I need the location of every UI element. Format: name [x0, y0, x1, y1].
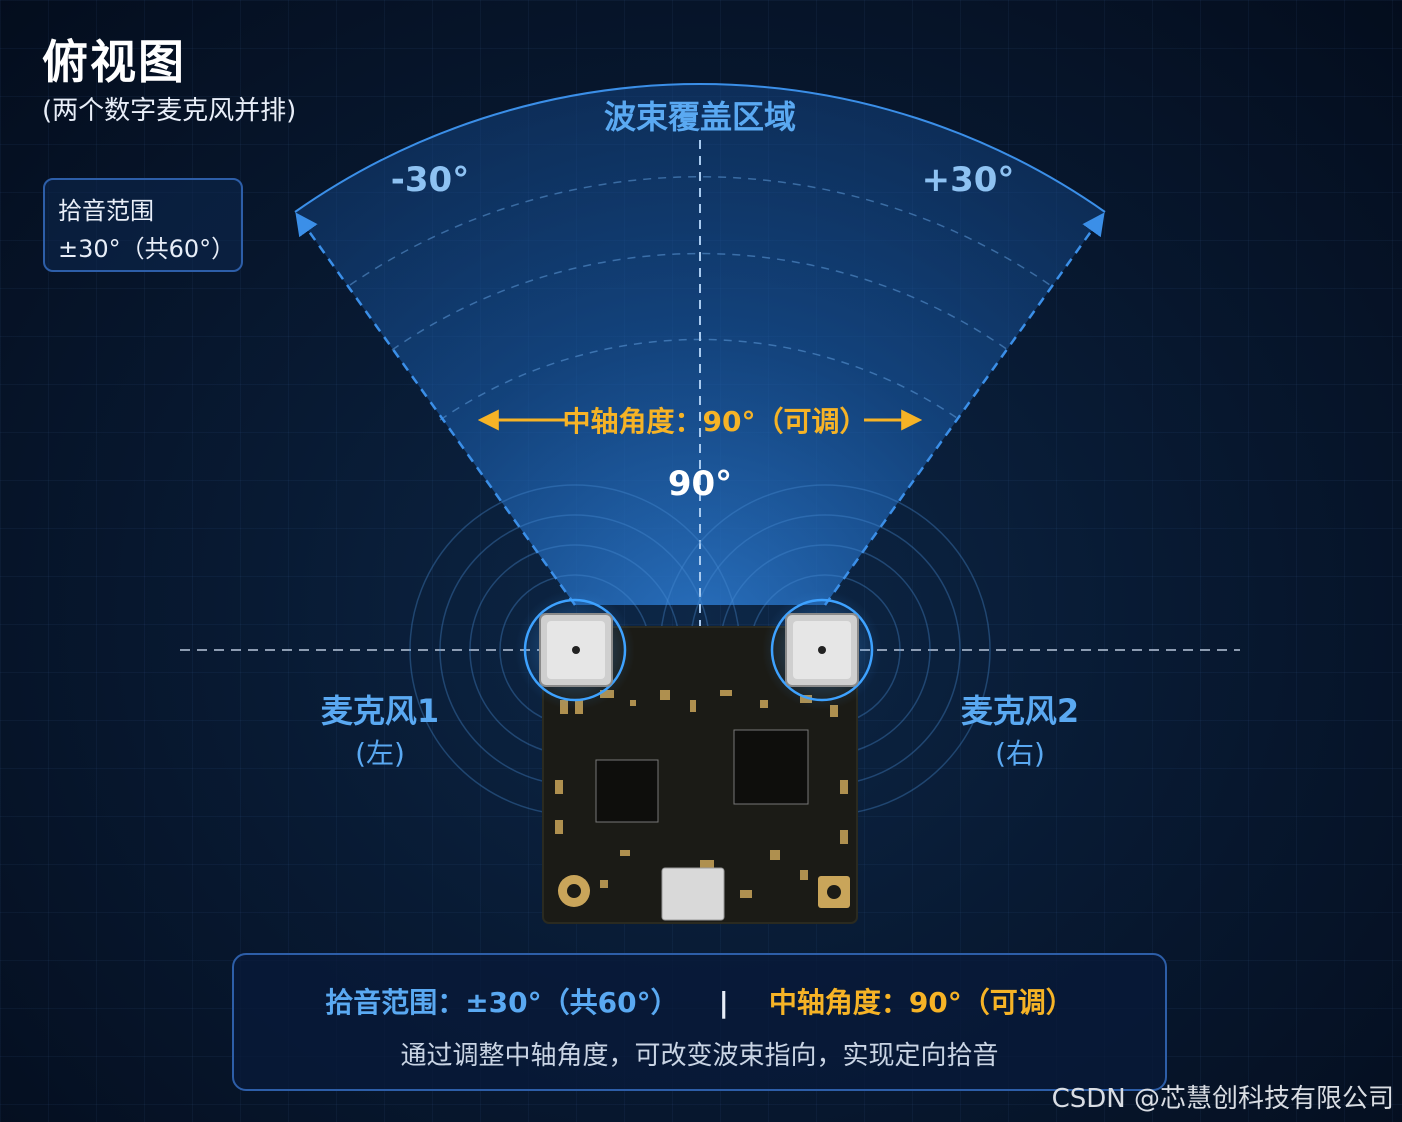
page-title: 俯视图 [42, 35, 186, 89]
mic1-side: (左) [355, 737, 405, 770]
beam-outer-arc [294, 83, 1106, 213]
page-subtitle: (两个数字麦克风并排) [42, 96, 297, 126]
watermark: CSDN @芯慧创科技有限公司 [1051, 1084, 1394, 1114]
info-description: 通过调整中轴角度，可改变波束指向，实现定向拾音 [400, 1041, 999, 1071]
left-angle-label: -30° [390, 160, 470, 200]
center-angle-label: 90° [667, 464, 733, 504]
mic2-side: (右) [995, 737, 1045, 770]
pickup-range-box: 拾音范围 ±30°（共60°） [43, 178, 243, 272]
info-pickup-range: 拾音范围：±30°（共60°） [325, 986, 679, 1019]
pickup-range-title: 拾音范围 [58, 197, 154, 225]
mic2-module [762, 590, 882, 710]
mic1-name: 麦克风1 [320, 692, 440, 730]
info-summary: 拾音范围：±30°（共60°） | 中轴角度：90°（可调） [234, 981, 1165, 1021]
pickup-range-value: ±30°（共60°） [58, 235, 236, 263]
mic2-label: 麦克风2 (右) [930, 686, 1110, 772]
axis-angle-label: 中轴角度：90°（可调） [562, 405, 868, 438]
pcb-board [542, 626, 858, 924]
mic2-name: 麦克风2 [960, 692, 1080, 730]
right-angle-label: +30° [921, 160, 1015, 200]
info-panel: 拾音范围：±30°（共60°） | 中轴角度：90°（可调） 通过调整中轴角度，可改… [232, 953, 1167, 1091]
beam-sector [295, 84, 1105, 605]
mic1-label: 麦克风1 (左) [290, 686, 470, 772]
info-axis-angle: 中轴角度：90°（可调） [768, 986, 1074, 1019]
mic1-module [515, 590, 635, 710]
info-separator: | [718, 986, 729, 1019]
beam-coverage-label: 波束覆盖区域 [603, 98, 796, 136]
